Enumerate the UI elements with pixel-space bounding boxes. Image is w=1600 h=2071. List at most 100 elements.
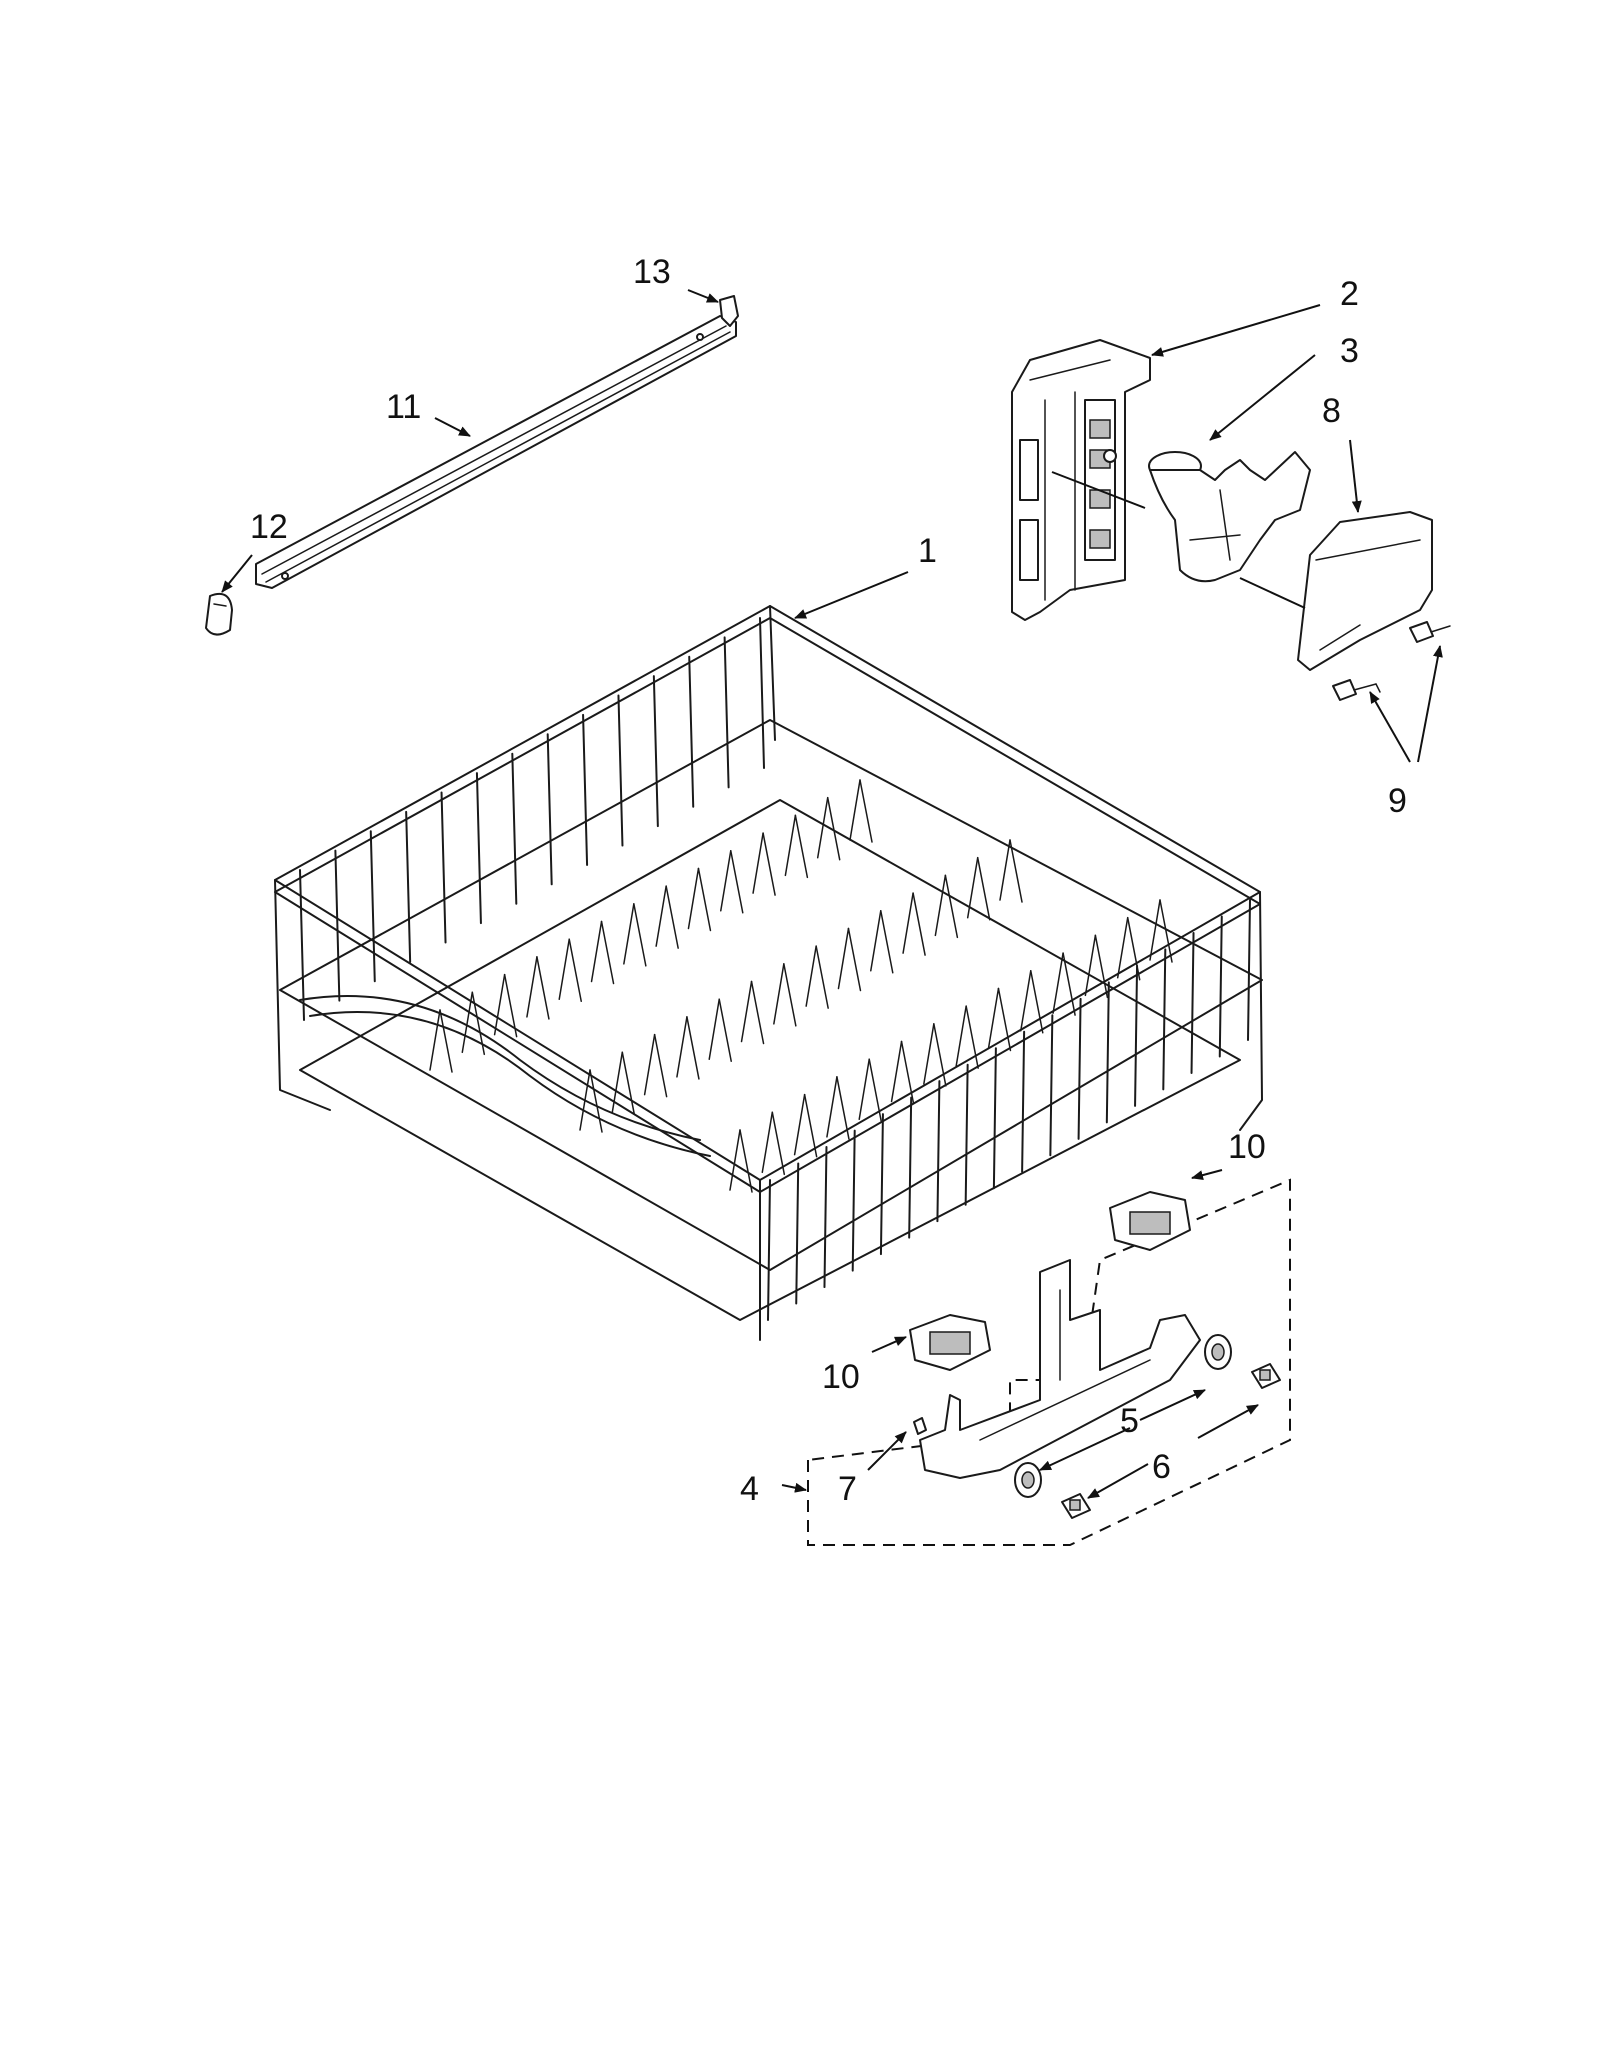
- clip-part: [719, 295, 739, 327]
- rack-tine: [1134, 964, 1139, 1107]
- leader-lines: [221, 289, 1443, 1499]
- callout-12: 12: [250, 508, 288, 546]
- rack-tine: [771, 1111, 786, 1176]
- rack-tine: [767, 1179, 771, 1321]
- adjuster-bracket-part: [919, 1259, 1201, 1479]
- rack-tine: [870, 910, 882, 972]
- rack-tine: [739, 1129, 753, 1193]
- rack-tine: [633, 903, 647, 967]
- lever-part: [1148, 451, 1311, 583]
- callout-6: 6: [1152, 1448, 1171, 1486]
- adjuster-assembly-boundary: [807, 1178, 1291, 1546]
- rack-tine: [369, 830, 376, 983]
- rack-tine: [762, 832, 776, 896]
- pin-part: [913, 1417, 927, 1435]
- rack-tine: [617, 694, 624, 847]
- rack-tine: [999, 839, 1011, 901]
- rack-tine: [334, 849, 341, 1002]
- rack-tine: [890, 1040, 903, 1103]
- callout-labels: 13 11 12 1 2 3 8 9 10 10 5 6 7 4: [250, 253, 1407, 1508]
- rack-tine: [1162, 948, 1167, 1091]
- callout-3: 3: [1340, 332, 1359, 370]
- rack-tine: [546, 733, 553, 886]
- rack-tine: [1030, 970, 1044, 1034]
- rack-tine: [1084, 934, 1097, 997]
- rack-tine: [879, 1113, 884, 1256]
- rack-tine: [568, 938, 582, 1002]
- rack-tine: [708, 998, 720, 1060]
- rack-tine: [1159, 899, 1173, 963]
- rack-tine: [1094, 934, 1109, 999]
- screw-part: [1375, 683, 1381, 693]
- rack-tine: [784, 814, 797, 877]
- rack-tine: [803, 1093, 818, 1158]
- rack-tine: [997, 987, 1012, 1052]
- rack-tine: [526, 956, 538, 1018]
- rack-tine: [611, 1051, 624, 1114]
- rack-tine: [826, 1076, 838, 1138]
- rack-tine: [795, 1162, 800, 1305]
- screw-part: [1332, 621, 1451, 701]
- rack-tine: [590, 920, 603, 983]
- rack-tine: [1116, 916, 1129, 979]
- rack-tine: [536, 956, 550, 1020]
- rack-tine: [965, 1005, 979, 1069]
- callout-1: 1: [918, 532, 937, 570]
- callout-5: 5: [1120, 1402, 1139, 1440]
- rack-tine: [676, 1016, 688, 1078]
- rack-tine: [665, 885, 679, 949]
- rack-tine: [880, 910, 894, 974]
- rack-tine: [493, 973, 506, 1036]
- upper-rack-part: [274, 605, 1263, 1341]
- callout-10-left: 10: [822, 1358, 860, 1396]
- rack-tine: [944, 874, 959, 939]
- rack-bumper-part: [1109, 1191, 1191, 1251]
- callout-11: 11: [386, 388, 421, 426]
- rack-tine: [1020, 970, 1032, 1032]
- rack-tine: [655, 885, 667, 947]
- rack-tine: [849, 779, 861, 841]
- rack-tine: [687, 867, 700, 930]
- rack-tine: [1149, 899, 1161, 961]
- rack-tine: [643, 1033, 656, 1096]
- rack-tine: [621, 1051, 636, 1116]
- rack-tine: [1077, 997, 1082, 1140]
- rack-tine: [652, 675, 659, 828]
- rack-tine: [836, 1076, 850, 1140]
- rack-tine: [600, 920, 615, 985]
- rack-tine: [511, 752, 518, 905]
- rack-tine: [589, 1069, 603, 1133]
- rail-part: [255, 315, 737, 589]
- rack-tine: [623, 903, 635, 965]
- rack-tine: [1105, 981, 1110, 1124]
- rack-tine: [837, 927, 850, 990]
- rack-tine: [440, 791, 447, 944]
- callout-9: 9: [1388, 782, 1407, 820]
- adjuster-housing-part: [1011, 339, 1151, 621]
- cover-part: [1297, 511, 1433, 671]
- rack-tine: [723, 636, 730, 789]
- rack-tine: [299, 869, 305, 1021]
- rack-tine: [461, 991, 474, 1054]
- rack-tine: [761, 1111, 774, 1174]
- rack-tine: [688, 655, 695, 808]
- rack-tine: [964, 1063, 969, 1206]
- rack-tine: [823, 1146, 828, 1289]
- rack-tine: [1049, 1014, 1054, 1157]
- rack-tine: [987, 987, 1000, 1050]
- rack-tine: [1218, 915, 1223, 1058]
- rack-tine: [933, 1023, 947, 1087]
- rack-tine: [936, 1080, 941, 1223]
- rack-tine: [429, 1009, 441, 1071]
- rack-tine: [759, 617, 765, 769]
- rack-tine: [908, 1096, 913, 1239]
- rack-tine: [902, 892, 914, 954]
- wheel-part: [1204, 1334, 1232, 1370]
- rack-tine: [847, 927, 862, 992]
- rack-tine: [740, 980, 753, 1043]
- end-cap-part: [205, 592, 233, 636]
- rack-bumper-part: [909, 1314, 991, 1371]
- rack-tine: [900, 1040, 915, 1105]
- rack-tine: [912, 892, 926, 956]
